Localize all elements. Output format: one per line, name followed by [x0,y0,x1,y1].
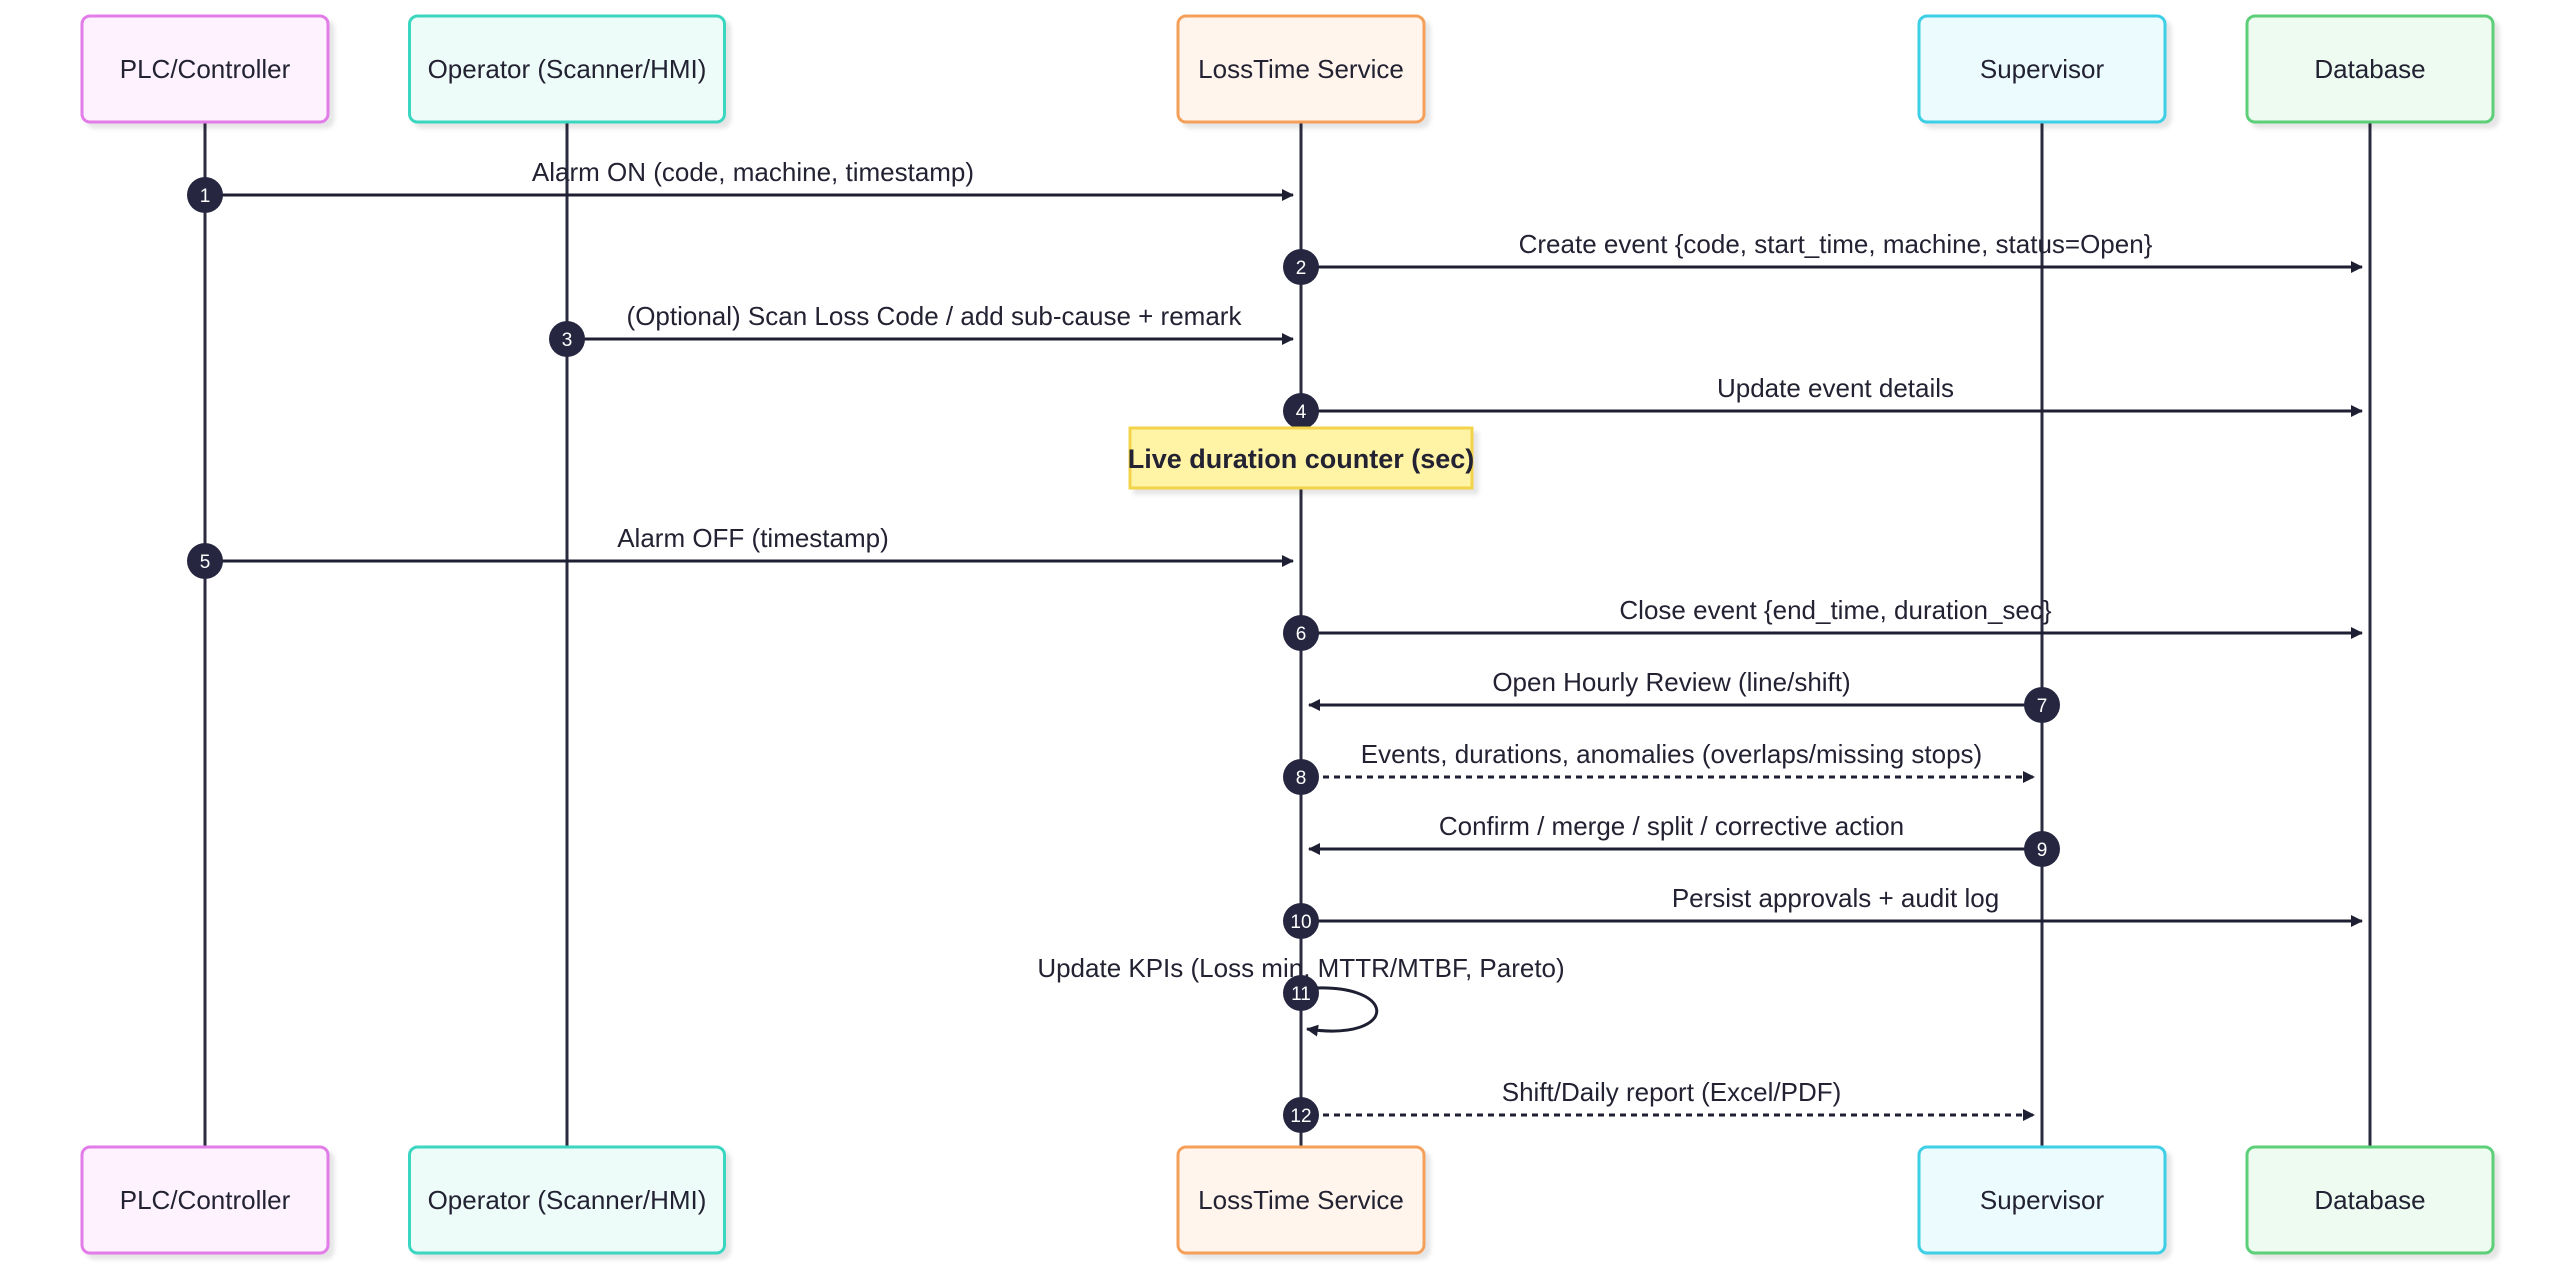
step-circle [187,177,223,213]
message-label: Shift/Daily report (Excel/PDF) [1502,1077,1842,1107]
participant-box [408,1145,726,1255]
step-number: 2 [1296,258,1307,279]
message-label: Persist approvals + audit log [1672,883,1999,913]
step-number: 10 [1290,912,1311,933]
step-circle [2024,687,2060,723]
participant-database-top: Database [2245,14,2495,124]
participant-label: Operator (Scanner/HMI) [428,54,707,84]
message-6: Close event {end_time, duration_sec} 6 [1283,595,2363,651]
message-label: (Optional) Scan Loss Code / add sub-caus… [627,301,1243,331]
participant-label: Supervisor [1980,54,2105,84]
participant-label: PLC/Controller [120,54,291,84]
message-label: Open Hourly Review (line/shift) [1492,667,1850,697]
notes: Live duration counter (sec) [1128,426,1475,490]
messages: Alarm ON (code, machine, timestamp) 1Crea… [187,157,2363,1133]
message-label: Alarm ON (code, machine, timestamp) [532,157,974,187]
participant-supervisor-top: Supervisor [1917,14,2167,124]
step-badge: 10 [1283,903,1319,939]
participant-label: Supervisor [1980,1185,2105,1215]
step-number: 6 [1296,624,1307,645]
step-badge: 8 [1283,759,1319,795]
message-5: Alarm OFF (timestamp) 5 [187,523,1294,579]
message-label: Close event {end_time, duration_sec} [1619,595,2051,625]
message-12: Shift/Daily report (Excel/PDF) 12 [1283,1077,2035,1133]
step-number: 7 [2037,696,2048,717]
participant-losstime-bottom: LossTime Service [1176,1145,1426,1255]
participant-label: Database [2314,1185,2425,1215]
step-badge: 4 [1283,393,1319,429]
participant-label: Operator (Scanner/HMI) [428,1185,707,1215]
participant-box [80,1145,330,1255]
message-arrow [1300,986,1379,1037]
step-badge: 7 [2024,687,2060,723]
step-circle [1283,615,1319,651]
participant-box [1917,14,2167,124]
participant-database-bottom: Database [2245,1145,2495,1255]
message-8: Events, durations, anomalies (overlaps/m… [1283,739,2035,795]
step-circle [1283,1097,1319,1133]
step-badge: 11 [1283,975,1319,1011]
participant-box [80,14,330,124]
message-9: Confirm / merge / split / corrective act… [1308,811,2060,867]
message-3: (Optional) Scan Loss Code / add sub-caus… [549,301,1294,357]
step-badge: 6 [1283,615,1319,651]
participant-losstime-top: LossTime Service [1176,14,1426,124]
message-10: Persist approvals + audit log 10 [1283,883,2363,939]
participant-label: LossTime Service [1198,54,1404,84]
participant-plc-bottom: PLC/Controller [80,1145,330,1255]
participant-operator-bottom: Operator (Scanner/HMI) [408,1145,726,1255]
step-badge: 12 [1283,1097,1319,1133]
step-circle [549,321,585,357]
step-number: 3 [562,330,573,351]
message-label: Events, durations, anomalies (overlaps/m… [1361,739,1982,769]
message-4: Update event details 4 [1283,373,2363,429]
participant-label: PLC/Controller [120,1185,291,1215]
step-number: 12 [1290,1106,1311,1127]
step-circle [1283,249,1319,285]
step-circle [1283,975,1319,1011]
message-1: Alarm ON (code, machine, timestamp) 1 [187,157,1294,213]
step-number: 1 [200,186,211,207]
step-badge: 9 [2024,831,2060,867]
step-number: 9 [2037,840,2048,861]
participant-supervisor-bottom: Supervisor [1917,1145,2167,1255]
step-badge: 5 [187,543,223,579]
message-7: Open Hourly Review (line/shift) 7 [1308,667,2060,723]
participant-label: Database [2314,54,2425,84]
step-badge: 2 [1283,249,1319,285]
step-number: 5 [200,552,211,573]
step-number: 8 [1296,768,1307,789]
message-2: Create event {code, start_time, machine,… [1283,229,2363,285]
step-circle [1283,759,1319,795]
participant-box [2245,14,2495,124]
step-circle [1283,903,1319,939]
step-circle [187,543,223,579]
participant-plc-top: PLC/Controller [80,14,330,124]
message-11: Update KPIs (Loss min, MTTR/MTBF, Pareto… [1037,953,1565,1037]
step-circle [2024,831,2060,867]
step-number: 4 [1296,402,1307,423]
participant-box [2245,1145,2495,1255]
note-box [1128,426,1474,490]
participant-label: LossTime Service [1198,1185,1404,1215]
message-label: Confirm / merge / split / corrective act… [1439,811,1904,841]
step-number: 11 [1291,984,1311,1005]
participant-box [408,14,726,124]
participant-box [1176,1145,1426,1255]
message-label: Update event details [1717,373,1954,403]
message-label: Alarm OFF (timestamp) [617,523,889,553]
participant-box [1917,1145,2167,1255]
note-label: Live duration counter (sec) [1128,444,1475,474]
participant-operator-top: Operator (Scanner/HMI) [408,14,726,124]
step-circle [1283,393,1319,429]
step-badge: 1 [187,177,223,213]
step-badge: 3 [549,321,585,357]
message-label: Create event {code, start_time, machine,… [1519,229,2153,259]
note-live-duration: Live duration counter (sec) [1128,426,1475,490]
participant-box [1176,14,1426,124]
